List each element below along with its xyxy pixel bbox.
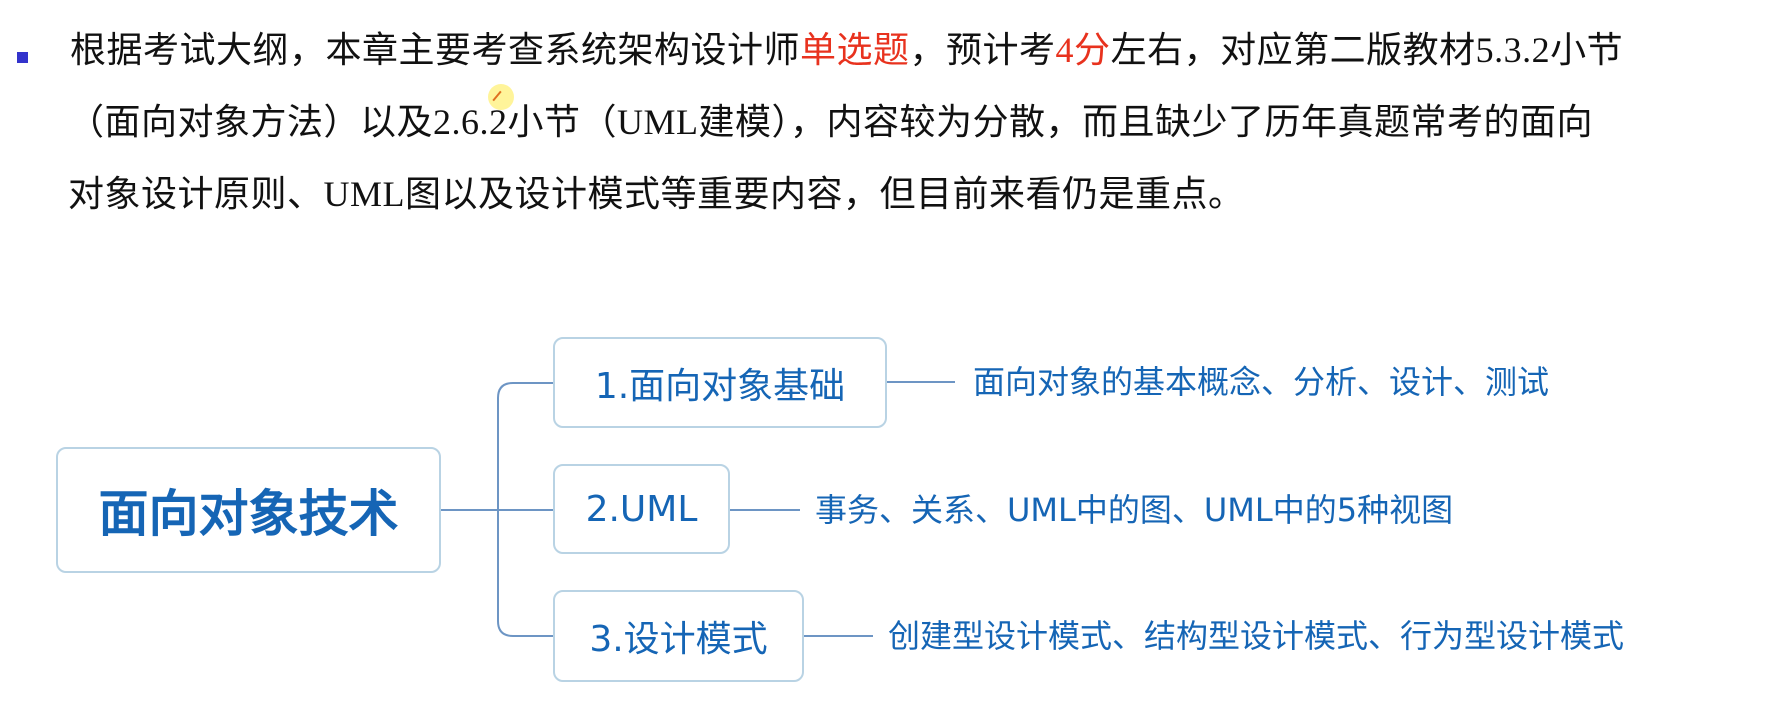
- intro-line-3: 对象设计原则、UML图以及设计模式等重要内容，但目前来看仍是重点。: [68, 174, 1245, 214]
- intro-text: 根据考试大纲，本章主要考查系统架构设计师: [70, 30, 801, 70]
- branch-detail-oo-basics: 面向对象的基本概念、分析、设计、测试: [973, 363, 1550, 401]
- branch-node-oo-basics: 1.面向对象基础: [553, 337, 887, 428]
- intro-paragraph: 根据考试大纲，本章主要考查系统架构设计师单选题，预计考4分左右，对应第二版教材5…: [68, 14, 1780, 230]
- branch-detail-uml: 事务、关系、UML中的图、UML中的5种视图: [815, 491, 1454, 529]
- branch-detail-design-patterns: 创建型设计模式、结构型设计模式、行为型设计模式: [888, 617, 1625, 655]
- pointer-cursor-icon: [488, 84, 514, 110]
- mindmap-root-node: 面向对象技术: [56, 447, 441, 573]
- bullet-icon: [17, 52, 28, 63]
- intro-line-1: 根据考试大纲，本章主要考查系统架构设计师单选题，预计考4分左右，对应第二版教材5…: [70, 14, 1780, 86]
- intro-line-2: （面向对象方法）以及2.6.2小节（UML建模），内容较为分散，而且缺少了历年真…: [68, 102, 1593, 142]
- branch-node-uml: 2.UML: [553, 464, 730, 554]
- intro-text: 左右，对应第二版教材5.3.2小节: [1110, 30, 1624, 70]
- branch-node-design-patterns: 3.设计模式: [553, 590, 804, 682]
- highlight-question-type: 单选题: [800, 30, 910, 70]
- highlight-score: 4分: [1055, 30, 1111, 70]
- intro-text: ，预计考: [909, 30, 1056, 70]
